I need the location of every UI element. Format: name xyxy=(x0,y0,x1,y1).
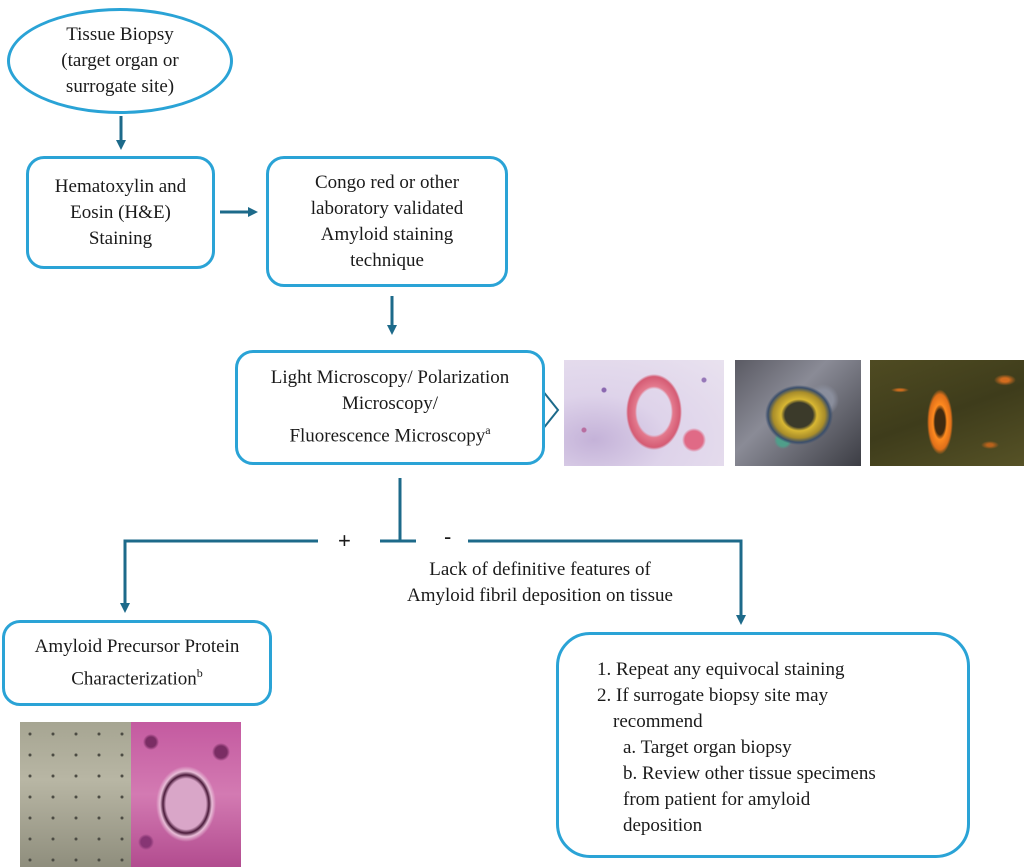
recommendation-item: a. Target organ biopsy xyxy=(623,737,792,758)
images-bracket xyxy=(541,389,560,431)
amyloid-precursor-line-2: Characterization xyxy=(71,668,197,690)
microscopy-line-3: Fluorescence Microscopy xyxy=(289,425,486,447)
microscopy-footnote-a: a xyxy=(485,423,491,438)
lack-of-features-note: Lack of definitive features of Amyloid f… xyxy=(407,559,673,606)
he-staining-label: Hematoxylin and Eosin (H&E) Staining xyxy=(54,175,187,249)
recommendation-item: deposition xyxy=(623,815,703,836)
congo-red-node: Congo red or other laboratory validated … xyxy=(266,156,508,287)
polarization-micrograph xyxy=(735,360,861,466)
positive-branch-label: + xyxy=(338,528,351,553)
negative-branch-label: - xyxy=(444,524,452,549)
amyloid-precursor-line-1: Amyloid Precursor Protein xyxy=(34,635,240,657)
fluorescence-micrograph xyxy=(870,360,1024,466)
he-staining-node: Hematoxylin and Eosin (H&E) Staining xyxy=(26,156,215,269)
recommendation-item: 2. If surrogate biopsy site may xyxy=(597,685,829,706)
arrow-plus-branch xyxy=(120,539,318,613)
recommendation-item: 1. Repeat any equivocal staining xyxy=(597,659,845,680)
amyloid-precursor-label: Amyloid Precursor Protein Characterizati… xyxy=(5,634,269,692)
recommendations-list: 1. Repeat any equivocal staining 2. If s… xyxy=(597,657,967,839)
amyloid-precursor-node: Amyloid Precursor Protein Characterizati… xyxy=(2,620,272,706)
congo-red-light-micrograph xyxy=(564,360,724,466)
arrow-minus-branch xyxy=(468,539,746,625)
recommendation-item: b. Review other tissue specimens xyxy=(623,763,876,784)
microscopy-node: Light Microscopy/ Polarization Microscop… xyxy=(235,350,545,465)
congo-red-label: Congo red or other laboratory validated … xyxy=(310,171,464,271)
precursor-footnote-b: b xyxy=(196,665,203,680)
microscopy-line-1: Light Microscopy/ Polarization xyxy=(270,367,510,389)
tissue-biopsy-node: Tissue Biopsy (target organ or surrogate… xyxy=(7,8,233,114)
tissue-biopsy-label: Tissue Biopsy (target organ or surrogate… xyxy=(61,24,179,97)
pas-glomerulus-micrograph xyxy=(131,722,241,867)
recommendations-node: 1. Repeat any equivocal staining 2. If s… xyxy=(556,632,970,858)
immunostain-micrograph xyxy=(20,722,131,867)
recommendation-item: from patient for amyloid xyxy=(623,789,811,810)
microscopy-line-2: Microscopy/ xyxy=(341,393,439,415)
microscopy-label: Light Microscopy/ Polarization Microscop… xyxy=(238,365,542,449)
recommendation-item: recommend xyxy=(613,711,703,732)
